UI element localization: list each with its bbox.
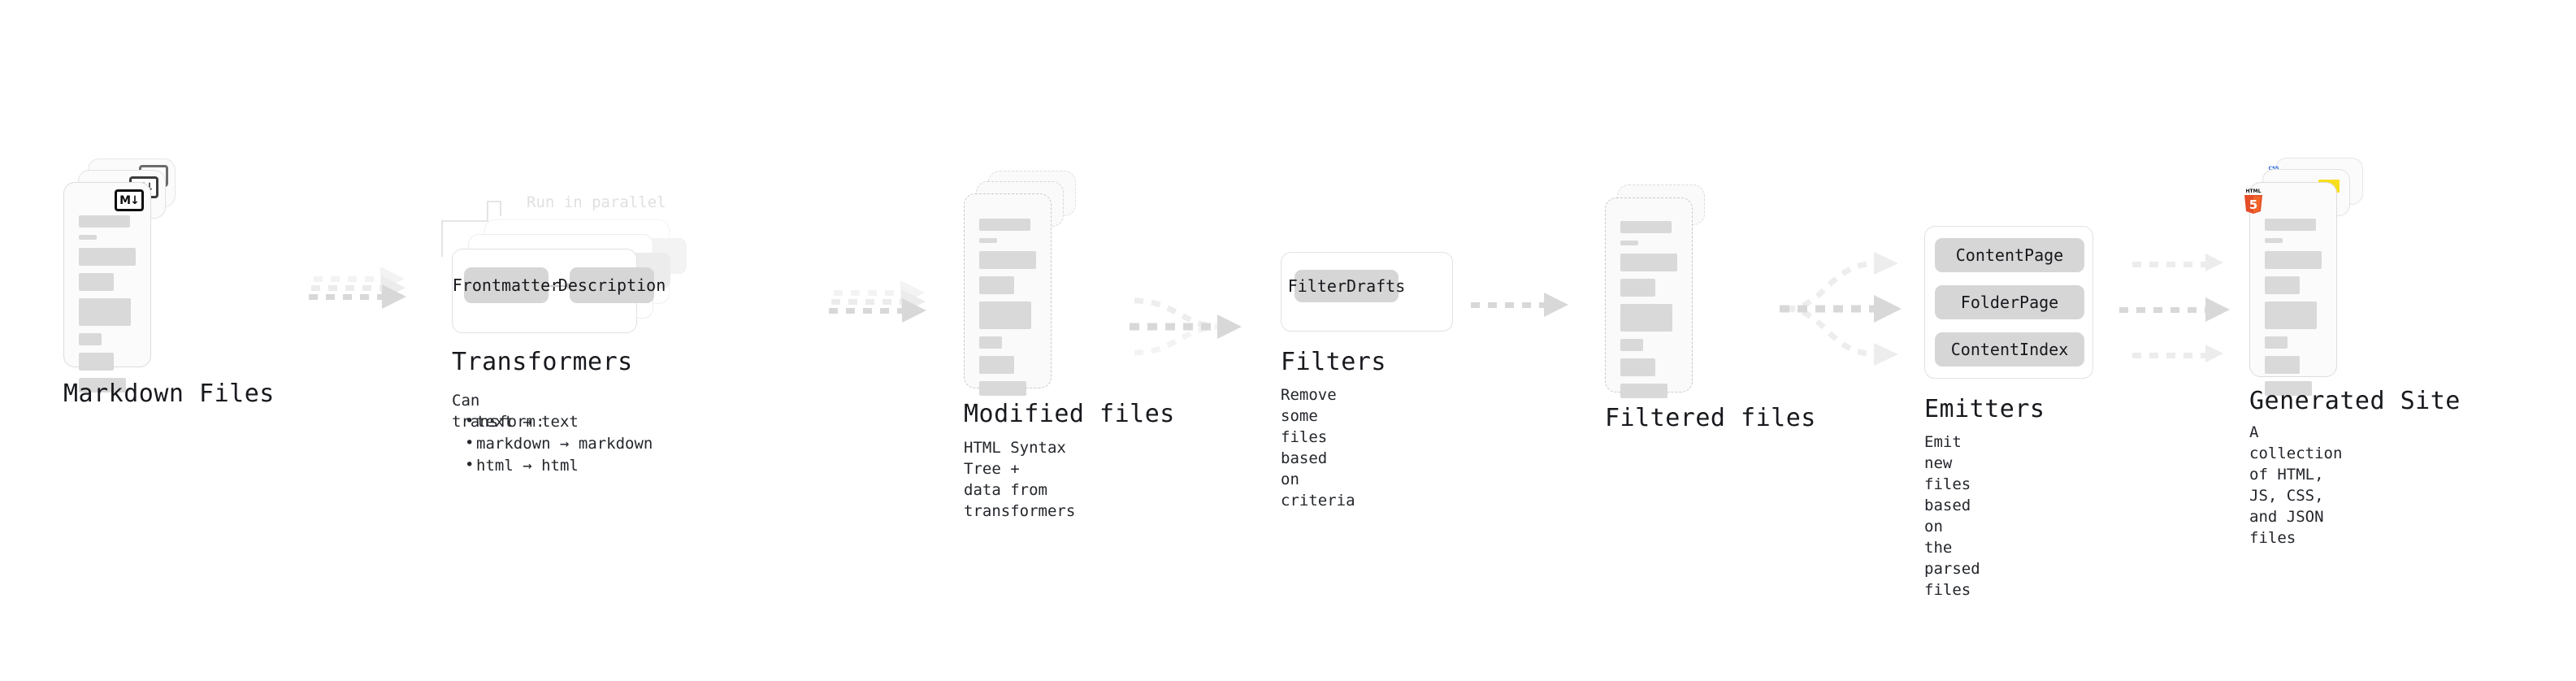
content-bar bbox=[79, 353, 115, 371]
emitter-chip-folderpage[interactable]: FolderPage bbox=[1935, 285, 2084, 319]
content-bar bbox=[979, 381, 1027, 396]
content-bar bbox=[79, 248, 136, 266]
markdown-card-front: M↓ bbox=[63, 182, 151, 393]
content-bar bbox=[2265, 251, 2322, 269]
svg-text:HTML: HTML bbox=[2246, 189, 2262, 194]
site-card-content bbox=[2265, 219, 2322, 403]
filtered-card-front bbox=[1605, 197, 1693, 398]
content-bar bbox=[1620, 304, 1673, 332]
content-bar bbox=[979, 356, 1015, 374]
stage-desc: Remove some files based on criteria bbox=[1281, 386, 1355, 510]
svg-text:5: 5 bbox=[2249, 197, 2257, 212]
emitters-box: ContentPage FolderPage ContentIndex bbox=[1924, 226, 2093, 379]
emitter-chip-contentindex[interactable]: ContentIndex bbox=[1935, 332, 2084, 367]
emitter-chip-contentpage[interactable]: ContentPage bbox=[1935, 238, 2084, 272]
stage-title: Markdown Files bbox=[63, 380, 275, 408]
content-bar bbox=[979, 336, 1002, 349]
content-bar bbox=[979, 301, 1032, 329]
content-bar bbox=[1620, 279, 1656, 297]
stage-title: Modified files bbox=[964, 400, 1175, 428]
filters-box: FilterDrafts bbox=[1281, 252, 1453, 332]
stage-desc: Emit new files based on the parsed files bbox=[1924, 433, 1980, 599]
content-bar bbox=[79, 333, 102, 345]
parallel-bracket bbox=[439, 198, 544, 257]
bullet-item: markdown → markdown bbox=[463, 432, 653, 455]
bullet-item: text → text bbox=[463, 410, 653, 433]
parallel-note: Run in parallel bbox=[527, 193, 666, 211]
content-bar bbox=[979, 251, 1036, 269]
bullet-item: html → html bbox=[463, 454, 653, 477]
stage-desc: HTML Syntax Tree + data from transformer… bbox=[964, 439, 1076, 520]
connector-modified-to-filters bbox=[1130, 268, 1260, 358]
content-bar bbox=[979, 276, 1015, 294]
connector-line bbox=[309, 284, 406, 309]
connector-line bbox=[1471, 293, 1568, 317]
content-bar bbox=[79, 215, 130, 228]
filter-chip-filterdrafts[interactable]: FilterDrafts bbox=[1288, 270, 1405, 302]
modified-card-content bbox=[979, 219, 1036, 403]
transformers-bullets: text → text markdown → markdown html → h… bbox=[463, 410, 653, 477]
modified-card-front bbox=[964, 193, 1052, 396]
stage-title: Transformers bbox=[452, 348, 633, 376]
content-bar bbox=[2265, 276, 2301, 294]
content-bar bbox=[1620, 358, 1656, 376]
content-bar bbox=[2265, 238, 2283, 243]
stage-desc: A collection of HTML, JS, CSS, and JSON … bbox=[2249, 423, 2343, 547]
content-bar bbox=[1620, 384, 1668, 398]
content-bar bbox=[1620, 339, 1643, 351]
stage-title: Emitters bbox=[1924, 395, 2045, 423]
markdown-card-content bbox=[79, 215, 136, 400]
content-bar bbox=[979, 238, 997, 243]
stage-title: Filtered files bbox=[1605, 404, 1816, 432]
content-bar bbox=[1620, 254, 1677, 271]
connector-line-middle bbox=[2119, 297, 2230, 322]
content-bar bbox=[2265, 356, 2301, 374]
content-bar bbox=[79, 235, 97, 240]
content-bar bbox=[1620, 221, 1672, 233]
html5-icon: HTML 5 bbox=[2242, 187, 2265, 215]
content-bar bbox=[2265, 301, 2318, 329]
content-bar bbox=[1620, 241, 1638, 245]
transformer-chip-description[interactable]: Description bbox=[558, 267, 666, 303]
content-bar bbox=[79, 298, 132, 326]
stage-title: Filters bbox=[1281, 348, 1386, 376]
transformers-box: Frontmatter Description bbox=[452, 249, 666, 333]
content-bar bbox=[2265, 381, 2313, 396]
connector-line-bottom bbox=[2132, 345, 2223, 362]
connector-line bbox=[829, 298, 926, 323]
content-bar bbox=[79, 378, 127, 393]
connector-filtered-to-emitters bbox=[1780, 244, 1926, 374]
content-bar bbox=[79, 273, 115, 291]
filtered-card-content bbox=[1620, 221, 1677, 406]
transformer-chip-frontmatter[interactable]: Frontmatter bbox=[453, 267, 560, 303]
site-card-front: HTML 5 bbox=[2244, 182, 2337, 396]
markdown-icon: M↓ bbox=[115, 189, 144, 211]
stage-title: Generated Site bbox=[2249, 387, 2461, 415]
content-bar bbox=[2265, 336, 2288, 349]
connector-line-top bbox=[2132, 254, 2223, 271]
content-bar bbox=[2265, 219, 2316, 231]
content-bar bbox=[979, 219, 1030, 231]
